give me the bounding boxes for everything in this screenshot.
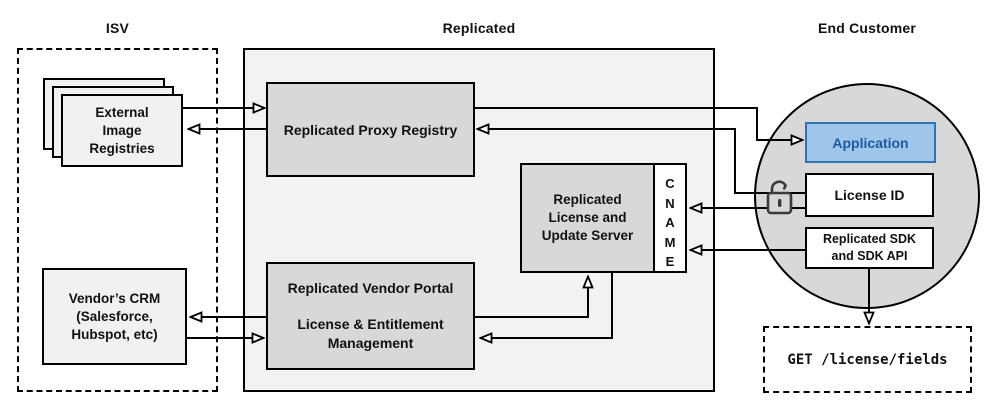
license-server-label-line3: Update Server: [541, 228, 634, 243]
license-server-label-line1: Replicated: [553, 192, 622, 207]
registries-label-line2: Image: [102, 122, 142, 138]
crm-label-line2: (Salesforce,: [76, 308, 153, 324]
isv-region-box: [17, 48, 218, 392]
cname-letter-n: N: [665, 195, 675, 211]
api-call-label: GET /license/fields: [787, 351, 948, 368]
proxy-registry-label: Replicated Proxy Registry: [283, 121, 458, 138]
crm-label-line3: Hubspot, etc): [71, 326, 158, 342]
external-image-registries-node: External Image Registries: [61, 94, 183, 167]
cname-letter-a: A: [665, 215, 675, 230]
replicated-sdk-node: Replicated SDK and SDK API: [805, 227, 934, 269]
registries-label-line3: Registries: [89, 140, 155, 156]
proxy-registry-node: Replicated Proxy Registry: [266, 82, 475, 177]
api-call-box: [763, 326, 972, 393]
license-id-label: License ID: [834, 187, 905, 203]
vendor-portal-node: Replicated Vendor Portal License & Entit…: [266, 262, 475, 370]
sdk-label-line1: Replicated SDK: [822, 232, 917, 246]
sdk-label-line2: and SDK API: [831, 249, 908, 263]
license-server-label-line2: License and: [548, 210, 627, 225]
replicated-region-title: Replicated: [442, 20, 516, 36]
open-padlock-icon: [761, 177, 799, 219]
cname-letter-m: M: [664, 234, 676, 250]
application-label: Application: [832, 134, 909, 151]
license-update-server-node: Replicated License and Update Server: [520, 163, 655, 273]
arrow-proxy-to-application: [475, 107, 802, 140]
vendor-portal-label-line2: License & Entitlement: [297, 316, 444, 332]
isv-region-title: ISV: [105, 20, 130, 36]
arrow-license-server-to-portal: [481, 273, 613, 338]
vendor-portal-label-line3: Management: [327, 335, 414, 351]
registries-label-line1: External: [95, 104, 149, 120]
crm-label-line1: Vendor’s CRM: [68, 290, 161, 306]
cname-letter-c: C: [665, 176, 675, 191]
end-customer-region-title: End Customer: [817, 20, 917, 36]
license-id-node: License ID: [805, 173, 934, 217]
arrow-portal-to-license-server: [475, 277, 588, 318]
cname-letter-e: E: [665, 254, 675, 269]
application-node: Application: [805, 122, 936, 163]
vendor-portal-label-line1: Replicated Vendor Portal: [287, 280, 454, 296]
vendor-crm-node: Vendor’s CRM (Salesforce, Hubspot, etc): [42, 268, 187, 365]
cname-node: C N A M E: [653, 163, 687, 273]
